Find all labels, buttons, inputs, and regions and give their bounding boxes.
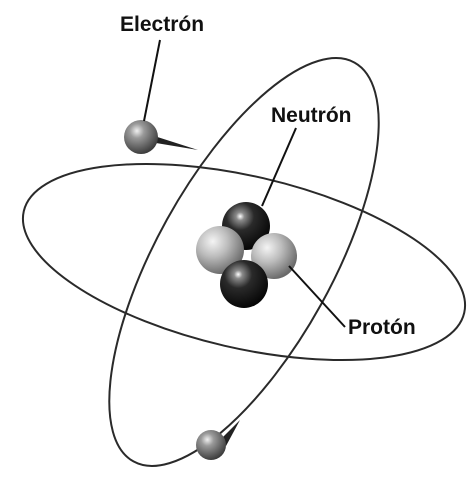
orbit-horizontal [21,162,467,362]
electron-bottom-tail [220,420,240,446]
electron-top [124,120,158,154]
neutron-label: Neutrón [271,104,352,127]
neutron-bottom [220,260,268,308]
nucleus [196,202,297,308]
proton-left [196,226,244,274]
electron-label: Electrón [120,13,204,36]
electron-top-tail [148,134,198,150]
leader-lines [143,39,346,328]
orbits [21,57,467,467]
proton-leader-line [288,265,346,328]
proton-label: Protón [348,316,416,339]
orbit-tilted [108,57,380,467]
electron-leader-line [143,39,161,122]
electron-bottom [196,430,226,460]
neutron-leader-line [261,127,297,207]
proton-right [251,233,297,279]
